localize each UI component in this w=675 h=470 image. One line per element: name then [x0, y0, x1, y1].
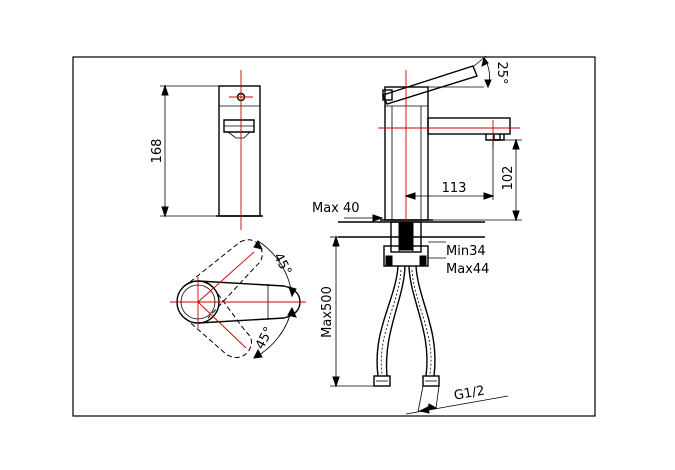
- lever-angle-label: 25°: [494, 61, 509, 84]
- side-view: [378, 65, 520, 240]
- thread-dimension: G1/2: [405, 383, 509, 415]
- lever-angle-dimension: 25°: [473, 55, 509, 89]
- hole-min-label: Min34: [446, 244, 486, 259]
- hose-length-dimension: Max500: [320, 235, 374, 388]
- spout-height-label: 102: [501, 166, 516, 191]
- drawing-frame: [72, 56, 596, 417]
- hose-length-label: Max500: [320, 286, 335, 338]
- flexible-hoses: [373, 265, 440, 387]
- rotation-lower-label: 45°: [253, 325, 277, 352]
- hole-max-label: Max44: [446, 262, 489, 277]
- spout-reach-dimension: 113: [404, 140, 495, 200]
- top-view: 45° 45°: [170, 239, 306, 359]
- deck-section: Max 40 Min34 Max44: [312, 201, 489, 277]
- spout-height-dimension: 102: [428, 138, 522, 222]
- front-view: [216, 70, 263, 230]
- thread-label: G1/2: [453, 383, 486, 403]
- spout-reach-label: 113: [442, 181, 467, 196]
- deck-max-label: Max 40: [312, 201, 360, 216]
- rotation-upper-label: 45°: [270, 251, 294, 278]
- height-dimension: 168: [150, 84, 219, 218]
- height-label: 168: [150, 139, 165, 164]
